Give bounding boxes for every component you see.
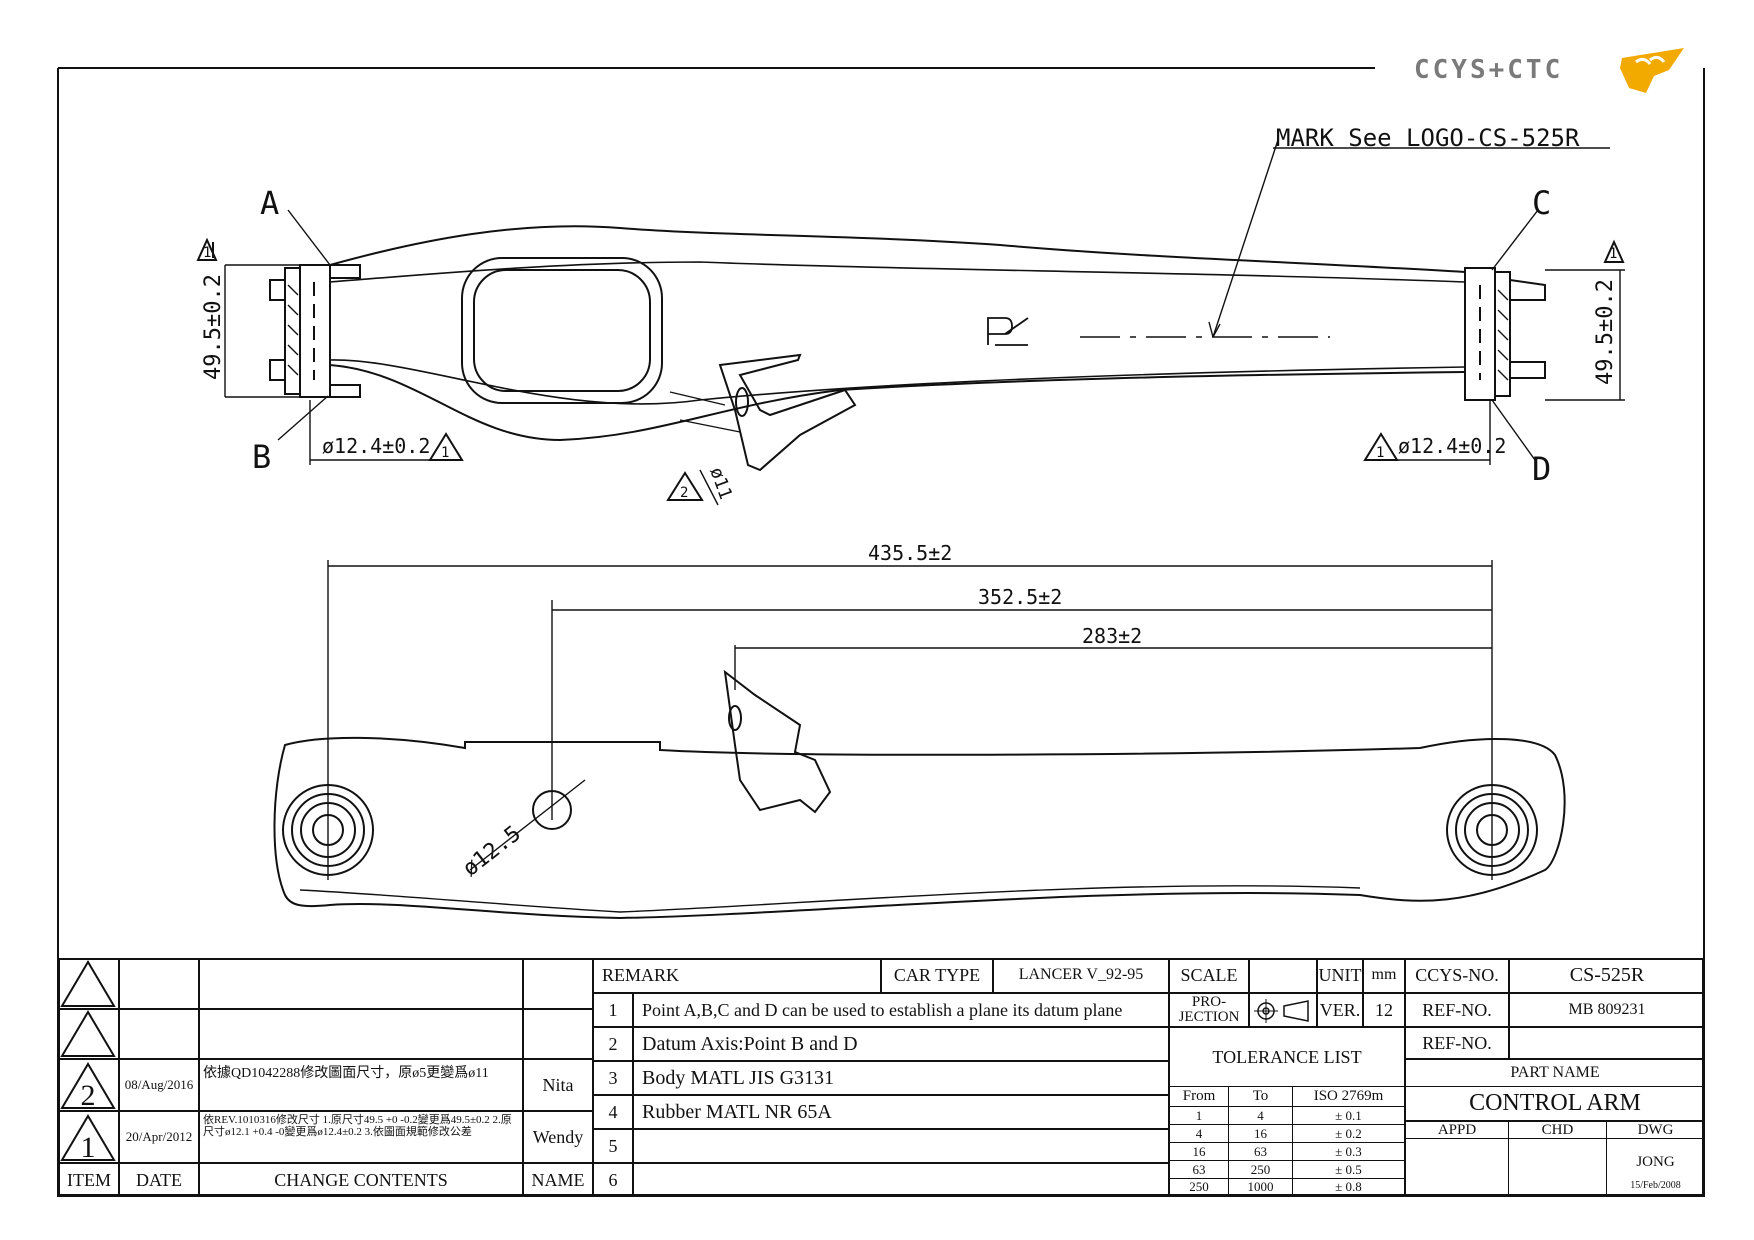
- remark-no-1: 1: [608, 999, 618, 1020]
- tol-to-2: 16: [1254, 1125, 1267, 1141]
- ccys-no-label: CCYS-NO.: [1415, 964, 1499, 985]
- remark-text-2: Datum Axis:Point B and D: [642, 1032, 858, 1055]
- rev-header-name: NAME: [531, 1169, 585, 1190]
- height-dim-right: 49.5±0.2: [1593, 279, 1618, 385]
- arm-side-profile: [273, 736, 1566, 920]
- tolerance-title: TOLERANCE LIST: [1212, 1046, 1362, 1067]
- part-name-label: PART NAME: [1510, 1064, 1600, 1081]
- unit-value: mm: [1371, 966, 1397, 983]
- ref-no-label-1: REF-NO.: [1422, 999, 1492, 1020]
- arm-bottom-edge: [329, 364, 1466, 442]
- appd-label: APPD: [1437, 1122, 1477, 1138]
- remark-text-3: Body MATL JIS G3131: [642, 1066, 835, 1089]
- dia-dim-left: ø12.4±0.2: [322, 434, 430, 458]
- cutout-inner: [473, 269, 651, 392]
- ref-no-label-2: REF-NO.: [1422, 1032, 1492, 1053]
- length-dim-mid: 352.5±2: [978, 585, 1062, 609]
- scale-value: [1250, 958, 1316, 992]
- tol-value-4: ± 0.5: [1335, 1161, 1362, 1177]
- rev-name-2: Nita: [542, 1074, 574, 1095]
- chd-label: CHD: [1541, 1122, 1574, 1138]
- tol-header-to: To: [1252, 1088, 1269, 1104]
- cutout-outer: [461, 257, 663, 404]
- tol-value-1: ± 0.1: [1335, 1107, 1362, 1123]
- part-name-value: CONTROL ARM: [1469, 1090, 1641, 1116]
- remark-no-6: 6: [608, 1169, 618, 1190]
- datum-1-marker-top-right: 1: [1609, 246, 1617, 262]
- remark-no-4: 4: [608, 1101, 618, 1122]
- length-dim-total: 435.5±2: [868, 541, 952, 565]
- tol-header-iso: ISO 2769m: [1313, 1088, 1384, 1104]
- rev-header-item: ITEM: [67, 1169, 111, 1190]
- rev-item-2: 2: [80, 1079, 96, 1112]
- rev-name-1: Wendy: [532, 1126, 584, 1147]
- dia-dim-small: ø11: [705, 465, 736, 503]
- tol-value-5: ± 0.8: [1335, 1179, 1362, 1194]
- mark-note: MARK See LOGO-CS-525R: [1276, 124, 1580, 152]
- tol-from-2: 4: [1195, 1125, 1203, 1141]
- length-dim-short: 283±2: [1082, 624, 1142, 648]
- ver-value: 12: [1375, 999, 1393, 1020]
- datum-1-marker-left: 1: [441, 445, 449, 461]
- remark-no-5: 5: [608, 1135, 618, 1156]
- tol-from-5: 250: [1189, 1179, 1209, 1194]
- drawing-date: 15/Feb/2008: [1630, 1179, 1681, 1191]
- point-d-label: D: [1532, 450, 1551, 488]
- tol-to-4: 250: [1250, 1161, 1271, 1177]
- datum-1-marker: 1: [203, 245, 211, 261]
- rev-header-content: CHANGE CONTENTS: [274, 1169, 448, 1190]
- bracket-top: [718, 353, 857, 472]
- height-dim-left: 49.5±0.2: [201, 274, 226, 380]
- datum-1-marker-right: 1: [1376, 445, 1384, 461]
- rev-content-1: 依REV.1010316修改尺寸 1.原尺寸49.5 +0 -0.2變更爲49.…: [203, 1114, 512, 1138]
- tol-from-1: 1: [1195, 1107, 1203, 1123]
- unit-label: UNIT: [1318, 964, 1362, 985]
- rev-item-1: 1: [80, 1131, 96, 1164]
- drawer-name: JONG: [1636, 1153, 1675, 1170]
- dia-dim-hole: ø12.5: [458, 821, 526, 881]
- dia-dim-right: ø12.4±0.2: [1398, 434, 1506, 458]
- point-c-label: C: [1532, 184, 1551, 222]
- projection-symbol-icon: [1254, 999, 1309, 1023]
- company-logo: CCYS+CTC: [1414, 48, 1694, 106]
- tol-to-5: 1000: [1247, 1179, 1274, 1194]
- rev-date-1: 20/Apr/2012: [125, 1129, 193, 1144]
- bracket-side: [723, 669, 832, 814]
- ref-no-value-2: [1510, 1028, 1704, 1058]
- ref-no-value-1: MB 809231: [1568, 1001, 1646, 1018]
- point-b-label: B: [252, 438, 271, 476]
- tol-from-4: 63: [1192, 1161, 1206, 1177]
- rev-date-2: 08/Aug/2016: [124, 1077, 194, 1092]
- revision-triangles: [60, 960, 116, 1161]
- remark-no-2: 2: [608, 1033, 618, 1054]
- point-a-label: A: [260, 184, 279, 222]
- remark-text-1: Point A,B,C and D can be used to establi…: [642, 999, 1123, 1020]
- dwg-label: DWG: [1637, 1122, 1674, 1138]
- datum-2-marker: 2: [680, 485, 688, 501]
- ccys-no-value: CS-525R: [1569, 963, 1645, 986]
- car-type-label: CAR TYPE: [893, 964, 981, 985]
- tol-value-3: ± 0.3: [1335, 1143, 1362, 1159]
- tol-to-3: 63: [1254, 1143, 1267, 1159]
- remark-no-3: 3: [608, 1067, 618, 1088]
- remark-title: REMARK: [602, 964, 680, 985]
- rev-content-2: 依據QD1042288修改圖面尺寸，原ø5更變爲ø11: [203, 1066, 489, 1081]
- car-type-value: LANCER V_92-95: [1018, 966, 1144, 983]
- logo-mark-icon: [1620, 48, 1684, 93]
- ver-label: VER.: [1319, 999, 1361, 1020]
- tol-header-from: From: [1182, 1088, 1216, 1104]
- rev-header-date: DATE: [136, 1169, 182, 1190]
- arm-top-edge: [329, 225, 1466, 273]
- logo-text: CCYS+CTC: [1414, 55, 1563, 85]
- scale-label: SCALE: [1180, 964, 1238, 985]
- tol-to-1: 4: [1257, 1107, 1264, 1123]
- border-frame: [57, 68, 1705, 1197]
- remark-text-4: Rubber MATL NR 65A: [642, 1100, 832, 1123]
- projection-label: PRO- JECTION: [1178, 994, 1240, 1025]
- tol-value-2: ± 0.2: [1335, 1125, 1362, 1141]
- tol-from-3: 16: [1192, 1143, 1206, 1159]
